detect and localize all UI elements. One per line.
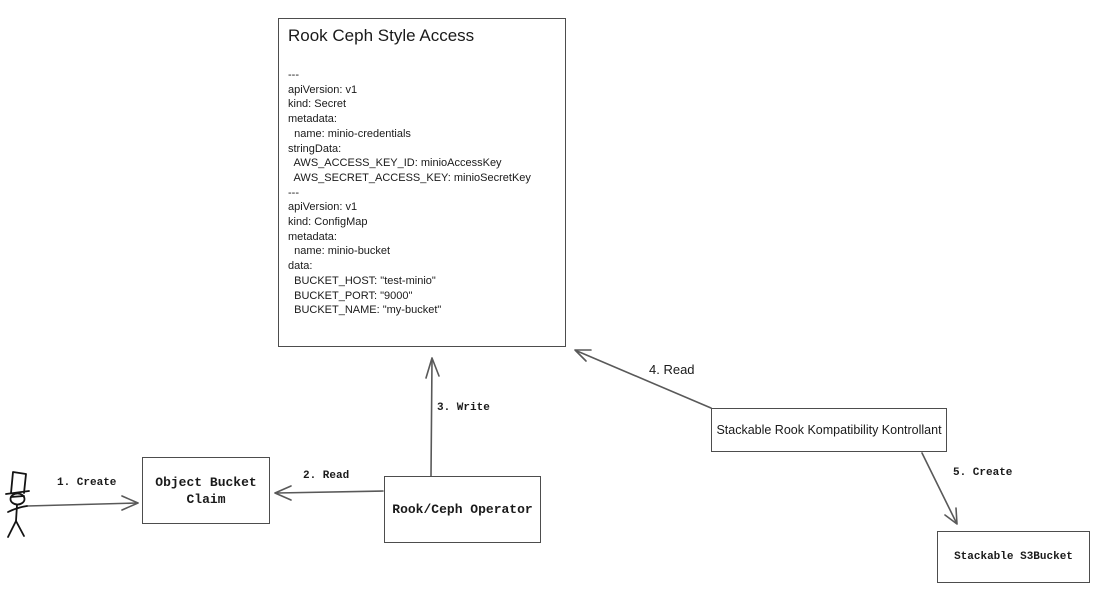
- arrow-create-s3bucket: [921, 452, 958, 525]
- yaml-manifest: --- apiVersion: v1 kind: Secret metadata: n…: [288, 68, 556, 318]
- yaml-line: BUCKET_HOST: "test-minio": [288, 274, 436, 287]
- yaml-line: name: minio-credentials: [288, 127, 411, 140]
- yaml-line: kind: Secret: [288, 98, 347, 111]
- node-label: Stackable Rook Kompatibility Kontrollant: [716, 423, 942, 437]
- yaml-line: BUCKET_NAME: "my-bucket": [288, 304, 442, 317]
- node-stackable-kontrollant: Stackable Rook Kompatibility Kontrollant: [711, 408, 947, 452]
- arrow-create-obc: [26, 495, 139, 511]
- edge-label-read-configmap: 4. Read: [649, 362, 695, 377]
- edge-label-create-s3bucket: 5. Create: [953, 467, 1013, 479]
- edge-label-create-obc: 1. Create: [57, 477, 117, 489]
- node-stackable-s3bucket: Stackable S3Bucket: [937, 531, 1090, 583]
- node-rook-ceph-style-access: Rook Ceph Style Access --- apiVersion: v1…: [278, 18, 566, 347]
- yaml-line: kind: ConfigMap: [288, 216, 368, 229]
- yaml-line: apiVersion: v1: [288, 83, 358, 96]
- node-label: Object Bucket Claim: [155, 474, 257, 507]
- edge-label-write-configmap: 3. Write: [437, 402, 490, 414]
- yaml-line: AWS_ACCESS_KEY_ID: minioAccessKey: [288, 157, 502, 170]
- arrow-read-obc: [274, 485, 384, 501]
- yaml-line: apiVersion: v1: [288, 201, 358, 214]
- main-box-title: Rook Ceph Style Access: [288, 26, 475, 45]
- user-actor-icon: [5, 471, 30, 538]
- yaml-line: metadata:: [288, 230, 337, 243]
- arrow-write-configmap: [425, 357, 440, 477]
- yaml-line: BUCKET_PORT: "9000": [288, 289, 413, 302]
- yaml-line: AWS_SECRET_ACCESS_KEY: minioSecretKey: [288, 171, 531, 184]
- node-label: Rook/Ceph Operator: [392, 502, 533, 517]
- yaml-line: stringData:: [288, 142, 342, 155]
- yaml-line: ---: [288, 186, 299, 199]
- arrow-read-configmap: [574, 349, 712, 409]
- yaml-line: ---: [288, 69, 299, 81]
- edge-label-read-obc: 2. Read: [303, 470, 350, 482]
- yaml-line: metadata:: [288, 113, 337, 126]
- yaml-line: name: minio-bucket: [288, 245, 391, 258]
- node-object-bucket-claim: Object Bucket Claim: [142, 457, 270, 524]
- node-rook-ceph-operator: Rook/Ceph Operator: [384, 476, 541, 543]
- node-label: Stackable S3Bucket: [954, 551, 1073, 563]
- yaml-line: data:: [288, 260, 313, 273]
